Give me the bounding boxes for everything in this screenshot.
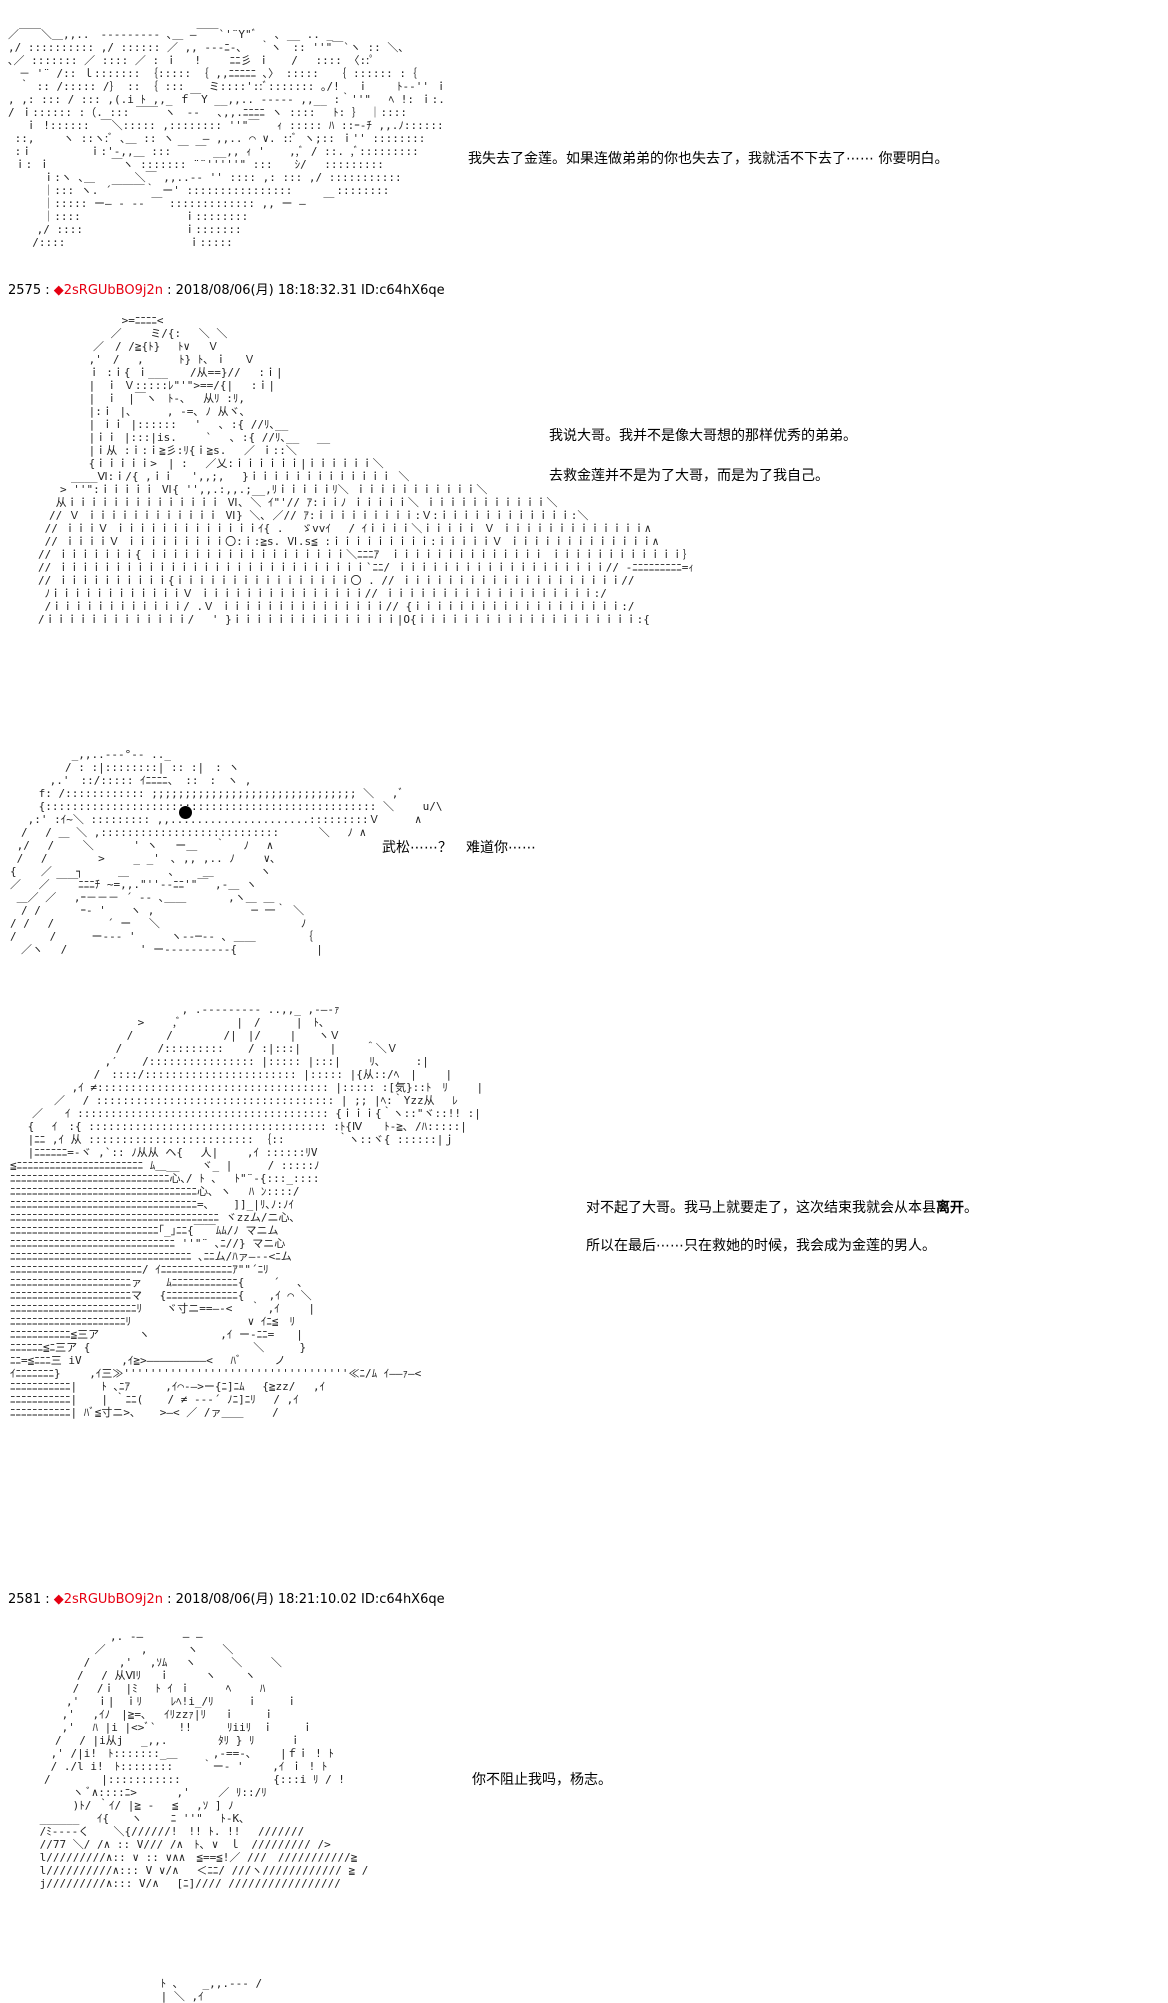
post-meta: : 2018/08/06(月) 18:21:10.02 ID:c64hX6qe [162,1592,445,1607]
dialogue-text: 。 [964,1200,978,1216]
dialogue-line: 武松⋯⋯？ 难道你⋯⋯ [382,840,536,856]
trip-diamond-icon: ◆ [53,283,64,298]
dialogue-line: 对不起了大哥。我马上就要走了，这次结束我就会从本县离开。 [586,1198,978,1218]
post-tripcode[interactable]: 2sRGUbBO9j2n [63,283,163,298]
dialogue-bold-text: 离开 [936,1200,964,1216]
dialogue-line: 所以在最后⋯⋯只在救她的时候，我会成为金莲的男人。 [586,1238,936,1254]
post-number: 2581 [8,1592,42,1607]
post-separator: : [41,283,54,298]
trip-diamond-icon: ◆ [53,1592,64,1607]
post-number: 2575 [8,283,42,298]
ascii-art-brother-surprised: _,,..--‐°‐- .._ / : :|::::::::| :: :| : … [10,748,443,956]
dialogue-line: 你不阻止我吗，杨志。 [472,1772,612,1788]
post-tripcode[interactable]: 2sRGUbBO9j2n [63,1592,163,1607]
dialogue-line: 我说大哥。我并不是像大哥想的那样优秀的弟弟。 [549,428,857,444]
dialogue-line: 我失去了金莲。如果连做弟弟的你也失去了，我就活不下去了⋯⋯ 你要明白。 [468,151,949,167]
post-separator: : [41,1592,54,1607]
ascii-art-brother-crying: ／￣￣＼＿,,.. --‐‐‐‐‐-- ､＿ ―￣￣`'¨Y"ﾞ ､ __ ..… [8,28,447,249]
ascii-art-partial: ﾄ ､ _,,.-‐‐ / | ＼ ,ｲ [160,1977,263,2003]
ascii-art-wusong-standing: >=ﾆﾆﾆﾆ< ／ ミ/{: ＼ ＼ ／ / /≧{ﾄ} ﾄ∨ Ｖ ,' / ,… [38,314,694,626]
post-header: 2581 : ◆2sRGUbBO9j2n : 2018/08/06(月) 18:… [8,1592,445,1608]
ascii-art-yangzhi: ,. ‐― ― ― ／ , ヽ ＼ / ,' ,ｿﾑ ヽ ＼ ＼ / / 从Ⅵﾘ… [39,1630,369,1890]
ascii-art-wusong-leaving: , .-‐‐‐‐‐‐-- ..,,_ ,-―‐ｧ > ,ﾞ | / | ﾄ､ /… [10,1003,484,1419]
post-header: 2575 : ◆2sRGUbBO9j2n : 2018/08/06(月) 18:… [8,283,445,299]
dialogue-line: 去救金莲并不是为了大哥，而是为了我自己。 [549,468,829,484]
eye-dot-icon [179,806,192,819]
dialogue-text: 对不起了大哥。我马上就要走了，这次结束我就会从本县 [586,1200,936,1216]
post-meta: : 2018/08/06(月) 18:18:32.31 ID:c64hX6qe [162,283,445,298]
